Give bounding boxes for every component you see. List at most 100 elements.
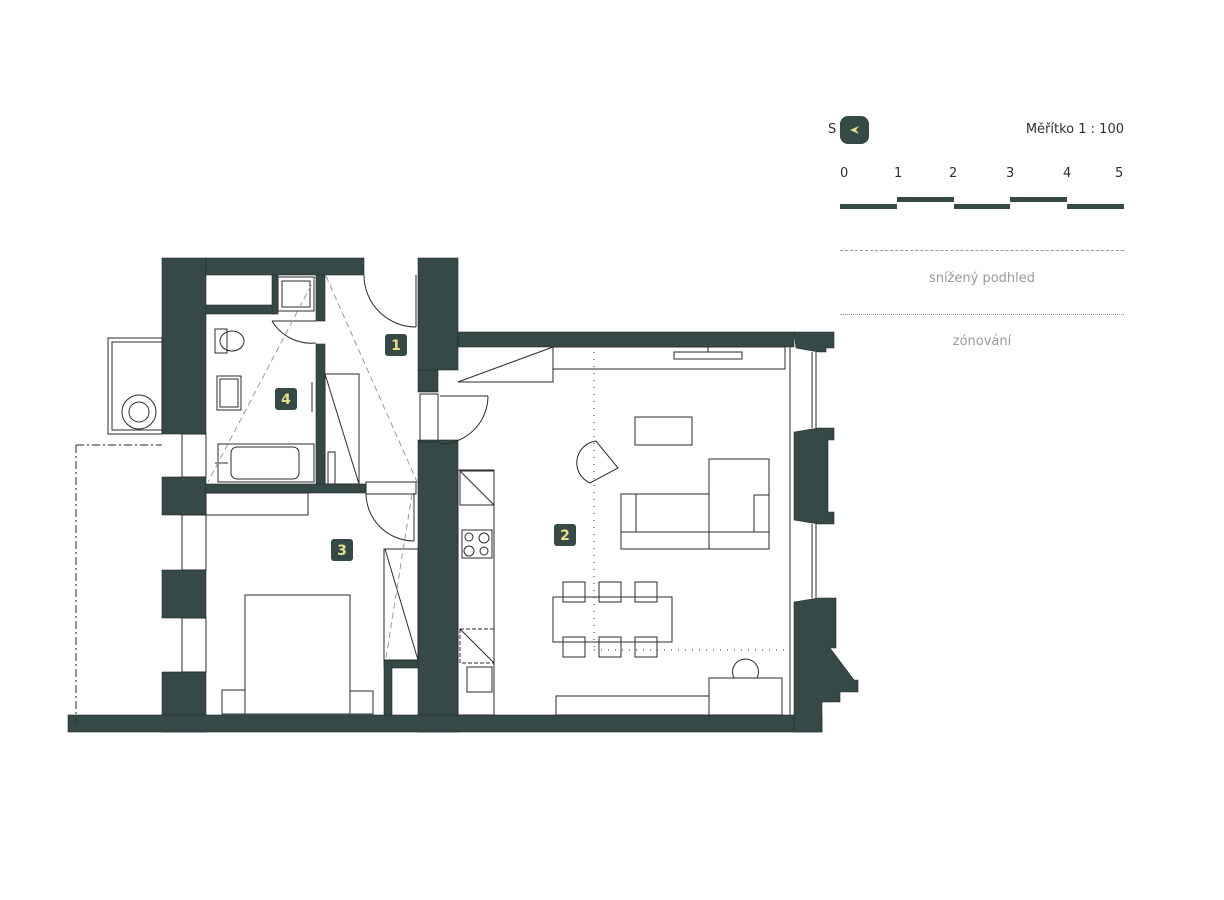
ceiling-diagonal: [207, 275, 317, 483]
burner: [464, 532, 474, 542]
dishwasher: [459, 628, 495, 664]
wall: [271, 274, 279, 315]
tv-console: [552, 346, 786, 370]
scale-tick: 2: [949, 166, 958, 181]
legend-dashed-line: [840, 250, 1124, 251]
radiator: [327, 451, 336, 485]
nightstand: [221, 689, 246, 715]
wall: [417, 439, 459, 733]
cabinet: [457, 346, 554, 383]
scale-bar-segment: [897, 197, 954, 202]
planter-circle: [128, 401, 150, 423]
wardrobe-diagonal: [384, 548, 419, 661]
dining-chair: [634, 636, 658, 658]
scale-tick: 4: [1063, 166, 1072, 181]
cooktop: [461, 529, 493, 559]
wardrobe-diagonal: [324, 373, 360, 485]
shower-tray-inner: [281, 280, 311, 308]
door-swing-bedroom: [365, 492, 415, 542]
room-label-2: 2: [554, 524, 576, 546]
wall: [457, 331, 795, 348]
room-label-3: 3: [331, 539, 353, 561]
sink: [216, 375, 242, 411]
fridge: [459, 470, 495, 506]
scale-tick: 5: [1115, 166, 1124, 181]
sofa-arm: [753, 494, 770, 533]
wall: [417, 369, 439, 393]
door-swing-bath: [271, 320, 317, 344]
wall: [383, 659, 393, 716]
scale-bar-segment: [954, 204, 1010, 209]
window: [181, 617, 207, 673]
sofa-chaise: [708, 458, 770, 550]
toilet-tank: [214, 328, 228, 354]
door-frame: [365, 481, 417, 495]
bathtub-basin: [230, 446, 300, 480]
dining-chair: [562, 636, 586, 658]
svg-text:3: 3: [337, 543, 347, 559]
wall: [205, 257, 365, 276]
window: [181, 514, 207, 571]
wall: [161, 257, 207, 435]
kitchen-counter: [457, 469, 495, 716]
scale-tick: 0: [840, 166, 849, 181]
toilet-bowl: [219, 330, 245, 352]
dining-chair: [562, 581, 586, 603]
room-label-1: 1: [385, 334, 407, 356]
shelf: [205, 492, 309, 516]
wall: [161, 569, 207, 619]
room-labels: 1 2 3 4: [275, 334, 576, 561]
scale-bar-segment: [1010, 197, 1067, 202]
planter-circle: [121, 394, 157, 430]
armchair: [576, 440, 619, 484]
legend-label-zoning: zónování: [952, 334, 1012, 349]
legend-label-lowered-ceiling: snížený podhled: [928, 271, 1036, 286]
legend: S Měřítko 1 : 100 0 1 2 3 4 5 snížený po…: [820, 110, 1140, 370]
dining-chair: [598, 636, 622, 658]
bed: [244, 594, 351, 715]
sofa-arm: [620, 493, 637, 533]
door-frame: [419, 393, 439, 443]
burner: [478, 532, 490, 544]
ceiling-diagonal: [325, 275, 419, 485]
svg-text:2: 2: [560, 528, 570, 544]
tv: [673, 351, 743, 360]
sideboard: [555, 695, 710, 716]
door-swing-entry: [363, 274, 417, 328]
dining-table: [552, 596, 673, 643]
wall: [205, 483, 367, 494]
terrace-outline: [75, 444, 162, 722]
window: [181, 433, 207, 478]
coffee-table: [634, 416, 693, 446]
walls: [67, 257, 859, 733]
dining-chair: [634, 581, 658, 603]
desk-chair: [732, 658, 759, 679]
ceiling-diagonal: [385, 493, 413, 659]
north-arrow-icon: [840, 116, 869, 144]
fridge-diagonal: [459, 470, 495, 506]
wall: [793, 427, 835, 525]
dishwasher-diagonal: [459, 628, 495, 664]
burner: [479, 546, 489, 556]
room-label-4: 4: [275, 388, 297, 410]
planter-box-inner: [111, 341, 163, 431]
scale-tick: 3: [1006, 166, 1015, 181]
burner: [463, 545, 475, 557]
wall: [417, 257, 459, 371]
wall: [205, 304, 277, 315]
wall: [793, 331, 835, 353]
scale-tick: 1: [894, 166, 903, 181]
wardrobe: [383, 548, 419, 661]
scale-title: Měřítko 1 : 100: [1025, 122, 1124, 137]
sink-basin: [219, 378, 239, 408]
wardrobe: [324, 373, 360, 485]
nightstand: [349, 690, 374, 715]
lowered-ceiling-lines: [207, 275, 419, 659]
svg-text:4: 4: [281, 392, 291, 408]
sofa: [620, 493, 710, 550]
north-label: S: [828, 122, 837, 137]
wall: [315, 343, 326, 485]
dining-chair: [598, 581, 622, 603]
fixtures: [75, 274, 817, 722]
